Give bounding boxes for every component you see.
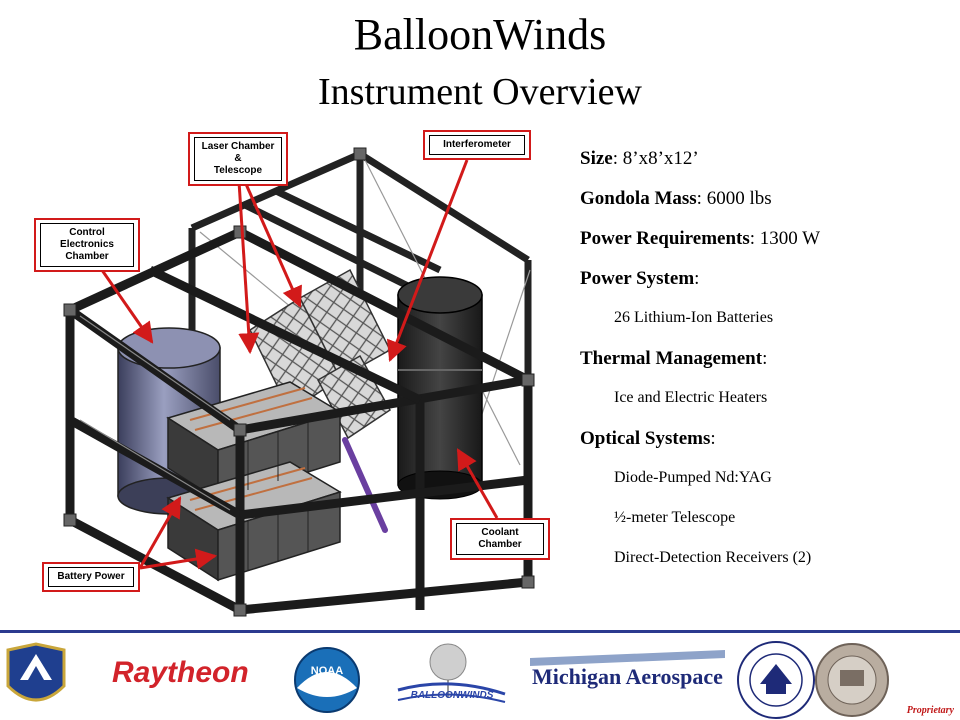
raytheon-logo: Raytheon (112, 656, 249, 689)
callout-interferometer: Interferometer (423, 130, 531, 160)
instrument-diagram: Laser Chamber & Telescope Interferometer… (0, 120, 560, 620)
page-title: BalloonWinds (353, 10, 607, 59)
spec-optical-item: Direct-Detection Receivers (2) (614, 549, 812, 566)
spec-thermal-item: Ice and Electric Heaters (614, 389, 768, 406)
svg-text:BALLOONWINDS: BALLOONWINDS (411, 690, 494, 701)
callout-battery-power: Battery Power (42, 562, 140, 592)
illinois-seal-logo (815, 643, 889, 717)
footer-divider (0, 630, 960, 633)
callout-arrows (86, 159, 499, 570)
svg-text:Michigan Aerospace: Michigan Aerospace (532, 664, 723, 689)
gondola-drawing (63, 147, 535, 617)
balloonwinds-logo: BALLOONWINDS (397, 643, 506, 703)
spec-optical-systems: Optical Systems: (580, 428, 716, 449)
spec-gondola-mass: Gondola Mass: 6000 lbs (580, 188, 772, 209)
purple-rod (342, 437, 388, 533)
afrl-shield-logo (6, 642, 66, 702)
spec-power-system-item: 26 Lithium-Ion Batteries (614, 309, 774, 326)
noaa-logo: NOAA (294, 647, 360, 713)
proprietary-label: Proprietary (906, 705, 954, 716)
spec-size: Size: 8’x8’x12’ (580, 148, 699, 169)
page-subtitle: Instrument Overview (318, 71, 642, 113)
svg-text:NOAA: NOAA (311, 665, 343, 677)
footer-logos: Raytheon NOAA BALLOONWINDS Michigan Aero… (0, 636, 960, 720)
callout-coolant-chamber: Coolant Chamber (450, 518, 550, 560)
spec-power-system: Power System: (580, 268, 700, 289)
spec-power-requirements: Power Requirements: 1300 W (580, 228, 821, 249)
battery-racks (166, 381, 342, 582)
unh-seal-logo (737, 641, 815, 719)
spec-thermal-management: Thermal Management: (580, 348, 768, 369)
michigan-aerospace-logo: Michigan Aerospace (530, 650, 725, 689)
spec-list: Size: 8’x8’x12’ Gondola Mass: 6000 lbs P… (580, 148, 950, 588)
callout-control-electronics: Control Electronics Chamber (34, 218, 140, 272)
spec-optical-item: ½-meter Telescope (614, 509, 736, 526)
spec-optical-item: Diode-Pumped Nd:YAG (614, 469, 772, 486)
callout-laser-chamber: Laser Chamber & Telescope (188, 132, 288, 186)
